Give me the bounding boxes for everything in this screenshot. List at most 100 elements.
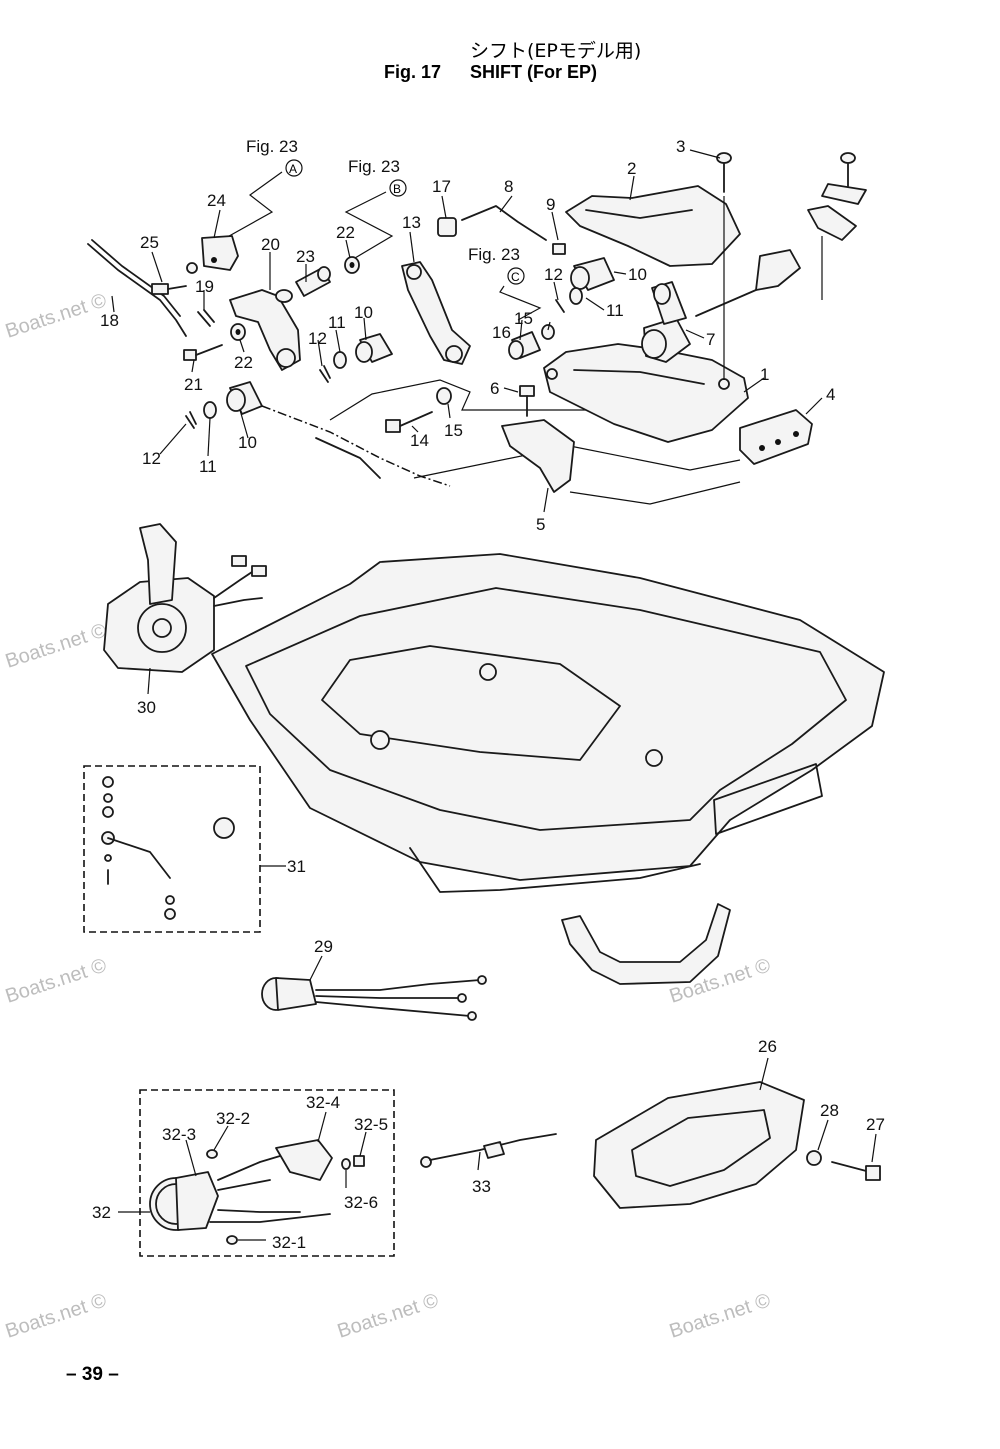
label-part-11[interactable]: 11 bbox=[606, 301, 624, 320]
label-part-32-1[interactable]: 32-1 bbox=[272, 1233, 306, 1252]
label-part-25[interactable]: 25 bbox=[140, 233, 159, 252]
part-12-cotter-pin[interactable] bbox=[185, 411, 197, 429]
part-22-washer[interactable] bbox=[230, 323, 246, 341]
label-part-12[interactable]: 12 bbox=[142, 449, 161, 468]
part-32-1-terminal[interactable] bbox=[226, 1235, 238, 1245]
part-26-seal[interactable] bbox=[593, 1081, 805, 1209]
label-part-18[interactable]: 18 bbox=[100, 311, 119, 330]
label-part-32-5[interactable]: 32-5 bbox=[354, 1115, 388, 1134]
part-9-nut[interactable] bbox=[552, 243, 566, 255]
part-2-cover[interactable] bbox=[565, 185, 741, 267]
label-part-7[interactable]: 7 bbox=[706, 330, 715, 349]
part-5-bracket[interactable] bbox=[501, 419, 575, 493]
part-6-screw[interactable] bbox=[519, 385, 535, 417]
part-15-washer[interactable] bbox=[436, 387, 452, 405]
part-30-remote-control[interactable] bbox=[103, 523, 267, 673]
part-20-shift-lever[interactable] bbox=[229, 289, 301, 371]
label-part-12[interactable]: 12 bbox=[544, 265, 563, 284]
label-part-12[interactable]: 12 bbox=[308, 329, 327, 348]
label-part-10[interactable]: 10 bbox=[354, 303, 373, 322]
part-7-neutral-switch[interactable] bbox=[641, 281, 691, 363]
label-part-32-3[interactable]: 32-3 bbox=[162, 1125, 196, 1144]
part-24-bracket[interactable] bbox=[201, 235, 239, 271]
label-part-32-2[interactable]: 32-2 bbox=[216, 1109, 250, 1128]
part-17-clip[interactable] bbox=[437, 217, 457, 237]
label-part-33[interactable]: 33 bbox=[472, 1177, 491, 1196]
label-part-2[interactable]: 2 bbox=[627, 159, 636, 178]
label-part-11[interactable]: 11 bbox=[199, 457, 217, 476]
label-part-22[interactable]: 22 bbox=[234, 353, 253, 372]
label-part-22[interactable]: 22 bbox=[336, 223, 355, 242]
label-part-5[interactable]: 5 bbox=[536, 515, 545, 534]
part-13-shift-link-lever[interactable] bbox=[401, 261, 471, 365]
label-part-27[interactable]: 27 bbox=[866, 1115, 885, 1134]
label-part-23[interactable]: 23 bbox=[296, 247, 315, 266]
part-27-bolt[interactable] bbox=[831, 1161, 881, 1181]
label-part-1[interactable]: 1 bbox=[760, 365, 769, 384]
plate-top-right[interactable] bbox=[821, 183, 867, 205]
cowling-grip[interactable] bbox=[561, 903, 731, 985]
label-part-28[interactable]: 28 bbox=[820, 1101, 839, 1120]
label-part-10[interactable]: 10 bbox=[238, 433, 257, 452]
label-part-11[interactable]: 11 bbox=[328, 313, 346, 332]
part-1-shift-housing[interactable] bbox=[543, 343, 749, 443]
label-part-16[interactable]: 16 bbox=[492, 323, 511, 342]
label-part-4[interactable]: 4 bbox=[826, 385, 835, 404]
part-22-washer[interactable] bbox=[344, 256, 360, 274]
part-11-washer[interactable] bbox=[203, 401, 217, 419]
part-10-collar[interactable] bbox=[355, 333, 393, 363]
part-8-link-rod[interactable] bbox=[461, 205, 547, 241]
part-23-sleeve[interactable] bbox=[295, 266, 331, 297]
label-part-15[interactable]: 15 bbox=[514, 309, 533, 328]
label-part-10[interactable]: 10 bbox=[628, 265, 647, 284]
label-part-8[interactable]: 8 bbox=[504, 177, 513, 196]
part-12-cotter-pin[interactable] bbox=[319, 365, 331, 383]
part-15-washer[interactable] bbox=[541, 324, 555, 340]
part-25-bolt[interactable] bbox=[151, 262, 198, 295]
label-part-20[interactable]: 20 bbox=[261, 235, 280, 254]
part-12-cotter-pin[interactable] bbox=[555, 299, 565, 313]
fig23-reference-b[interactable]: Fig. 23 B bbox=[344, 157, 407, 259]
lower-engine-cover[interactable] bbox=[211, 553, 885, 893]
part-18-shift-rod[interactable] bbox=[87, 239, 187, 337]
part-11-washer[interactable] bbox=[569, 287, 583, 305]
label-part-3[interactable]: 3 bbox=[676, 137, 685, 156]
fig23-reference-a[interactable]: Fig. 23 A bbox=[221, 137, 303, 241]
part-21-bolt[interactable] bbox=[183, 344, 223, 361]
label-part-17[interactable]: 17 bbox=[432, 177, 451, 196]
part-32-2-bulb[interactable] bbox=[206, 1149, 218, 1159]
label-part-14[interactable]: 14 bbox=[410, 431, 429, 450]
part-11-washer[interactable] bbox=[333, 351, 347, 369]
label-part-6[interactable]: 6 bbox=[490, 379, 499, 398]
part-32-5-nut[interactable] bbox=[353, 1155, 365, 1167]
label-part-32-4[interactable]: 32-4 bbox=[306, 1093, 340, 1112]
start-switch-cable[interactable] bbox=[695, 249, 801, 317]
part-16-collar[interactable] bbox=[508, 331, 541, 360]
fig23-reference-c[interactable]: Fig. 23 C bbox=[468, 245, 542, 321]
label-part-13[interactable]: 13 bbox=[402, 213, 421, 232]
clamp-top-right[interactable] bbox=[807, 205, 857, 241]
screw-top-right[interactable] bbox=[840, 152, 856, 187]
part-28-washer[interactable] bbox=[806, 1150, 822, 1166]
label-part-30[interactable]: 30 bbox=[137, 698, 156, 717]
label-part-31[interactable]: 31 bbox=[287, 857, 306, 876]
part-33-wire-lead[interactable] bbox=[420, 1133, 557, 1168]
label-part-9[interactable]: 9 bbox=[546, 195, 555, 214]
part-32-gauge-assembly[interactable] bbox=[149, 1139, 333, 1231]
label-part-32-6[interactable]: 32-6 bbox=[344, 1193, 378, 1212]
part-4-plate[interactable] bbox=[739, 409, 813, 465]
part-32-6-washer[interactable] bbox=[341, 1158, 351, 1170]
part-19-clip[interactable] bbox=[197, 309, 215, 327]
part-10-collar[interactable] bbox=[226, 381, 263, 415]
label-part-32[interactable]: 32 bbox=[92, 1203, 111, 1222]
label-part-21[interactable]: 21 bbox=[184, 375, 203, 394]
part-10-collar[interactable] bbox=[570, 257, 615, 291]
part-3-screw[interactable] bbox=[716, 152, 732, 193]
label-part-24[interactable]: 24 bbox=[207, 191, 226, 210]
label-part-26[interactable]: 26 bbox=[758, 1037, 777, 1056]
part-31-linkage-kit[interactable] bbox=[101, 776, 235, 920]
label-part-19[interactable]: 19 bbox=[195, 277, 214, 296]
part-14-bolt[interactable] bbox=[385, 411, 433, 433]
label-part-29[interactable]: 29 bbox=[314, 937, 333, 956]
label-part-15[interactable]: 15 bbox=[444, 421, 463, 440]
